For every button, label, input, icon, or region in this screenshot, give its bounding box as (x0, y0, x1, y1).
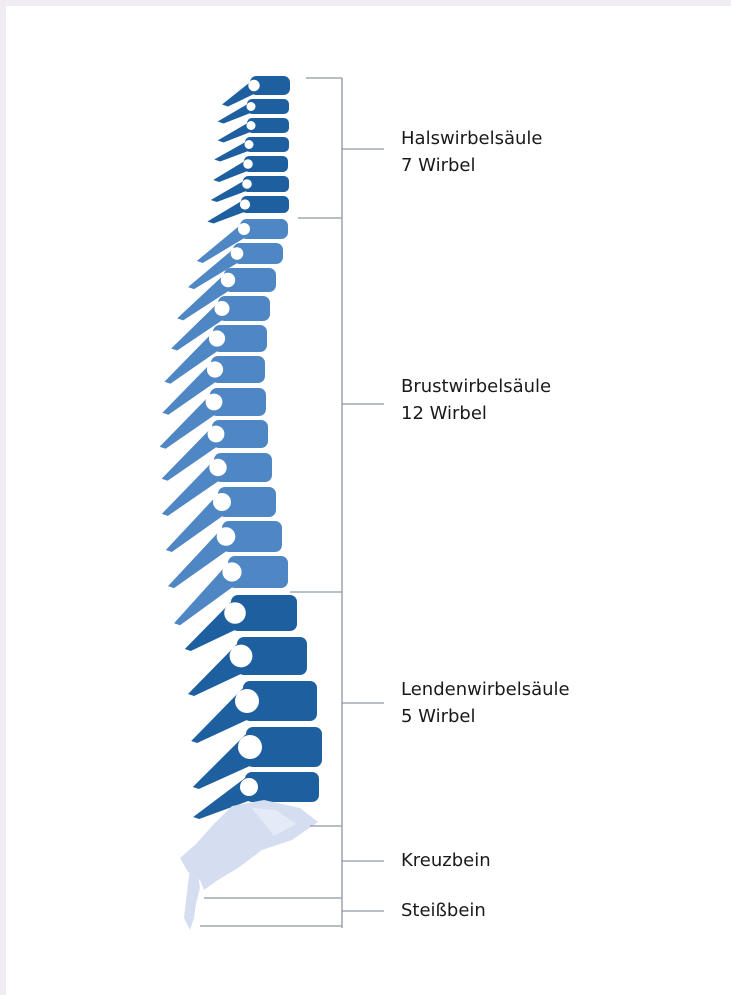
facet-joint (230, 645, 253, 668)
spine-illustration (160, 76, 324, 930)
facet-joint (240, 778, 258, 796)
facet-joint (245, 140, 254, 149)
cervical-count: 7 Wirbel (401, 152, 542, 179)
facet-joint (215, 301, 230, 316)
facet-joint (209, 459, 226, 476)
thoracic-name: Brustwirbelsäule (401, 373, 551, 400)
label-lumbar: Lendenwirbelsäule 5 Wirbel (401, 676, 570, 730)
facet-joint (221, 273, 235, 287)
sacrum-name: Kreuzbein (401, 847, 491, 874)
facet-joint (247, 102, 256, 111)
facet-joint (238, 735, 262, 759)
coccyx-name: Steißbein (401, 897, 486, 924)
facet-joint (235, 689, 259, 713)
facet-joint (222, 562, 241, 581)
facet-joint (206, 394, 223, 411)
facet-joint (242, 179, 252, 189)
cervical-name: Halswirbelsäule (401, 125, 542, 152)
facet-joint (217, 527, 236, 546)
label-coccyx: Steißbein (401, 897, 486, 924)
label-cervical: Halswirbelsäule 7 Wirbel (401, 125, 542, 179)
lumbar-count: 5 Wirbel (401, 703, 570, 730)
label-thoracic: Brustwirbelsäule 12 Wirbel (401, 373, 551, 427)
facet-joint (224, 602, 246, 624)
facet-joint (248, 80, 259, 91)
facet-joint (247, 121, 256, 130)
facet-joint (238, 223, 250, 235)
facet-joint (243, 159, 253, 169)
facet-joint (208, 426, 225, 443)
facet-joint (209, 330, 225, 346)
thoracic-count: 12 Wirbel (401, 400, 551, 427)
coccyx-shape (184, 870, 200, 930)
facet-joint (240, 199, 250, 209)
facet-joint (207, 361, 223, 377)
facet-joint (231, 247, 244, 260)
facet-joint (213, 493, 231, 511)
label-sacrum: Kreuzbein (401, 847, 491, 874)
lumbar-name: Lendenwirbelsäule (401, 676, 570, 703)
